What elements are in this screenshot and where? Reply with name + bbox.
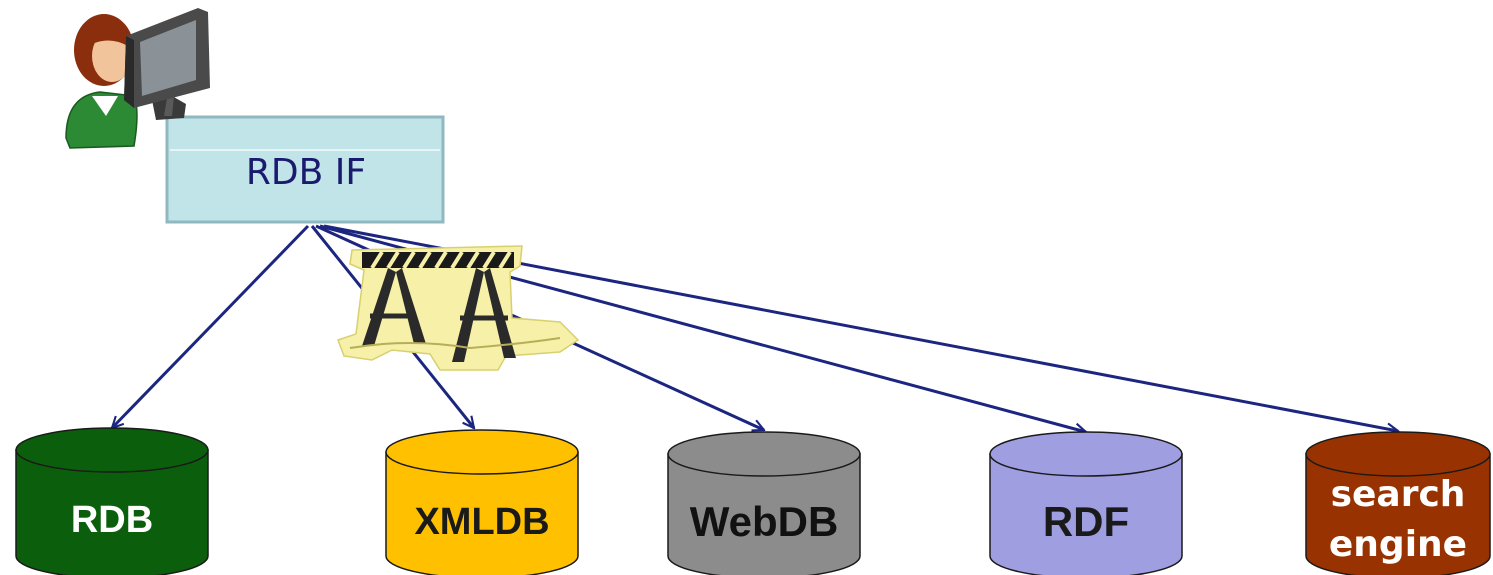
- database-rdf: RDF: [989, 431, 1183, 575]
- database-search-engine: search engine: [1305, 431, 1491, 575]
- rdb-interface-box: RDB IF: [165, 115, 445, 224]
- xmldb-label: XMLDB: [414, 501, 549, 543]
- rdf-label: RDF: [1043, 498, 1129, 545]
- interface-label: RDB IF: [246, 152, 366, 193]
- database-webdb: WebDB: [667, 431, 861, 575]
- webdb-label: WebDB: [690, 498, 839, 545]
- user-at-computer-icon: [65, 8, 210, 149]
- database-xmldb: XMLDB: [385, 429, 579, 575]
- database-rdb: RDB: [15, 427, 209, 575]
- search-engine-label-line-2: engine: [1329, 524, 1467, 565]
- construction-barrier-icon: [337, 245, 580, 371]
- search-engine-label-line-1: search: [1331, 474, 1466, 515]
- arrow-to-rdb: [112, 224, 310, 428]
- rdb-label: RDB: [71, 499, 153, 541]
- connector-arrows: [112, 224, 1398, 432]
